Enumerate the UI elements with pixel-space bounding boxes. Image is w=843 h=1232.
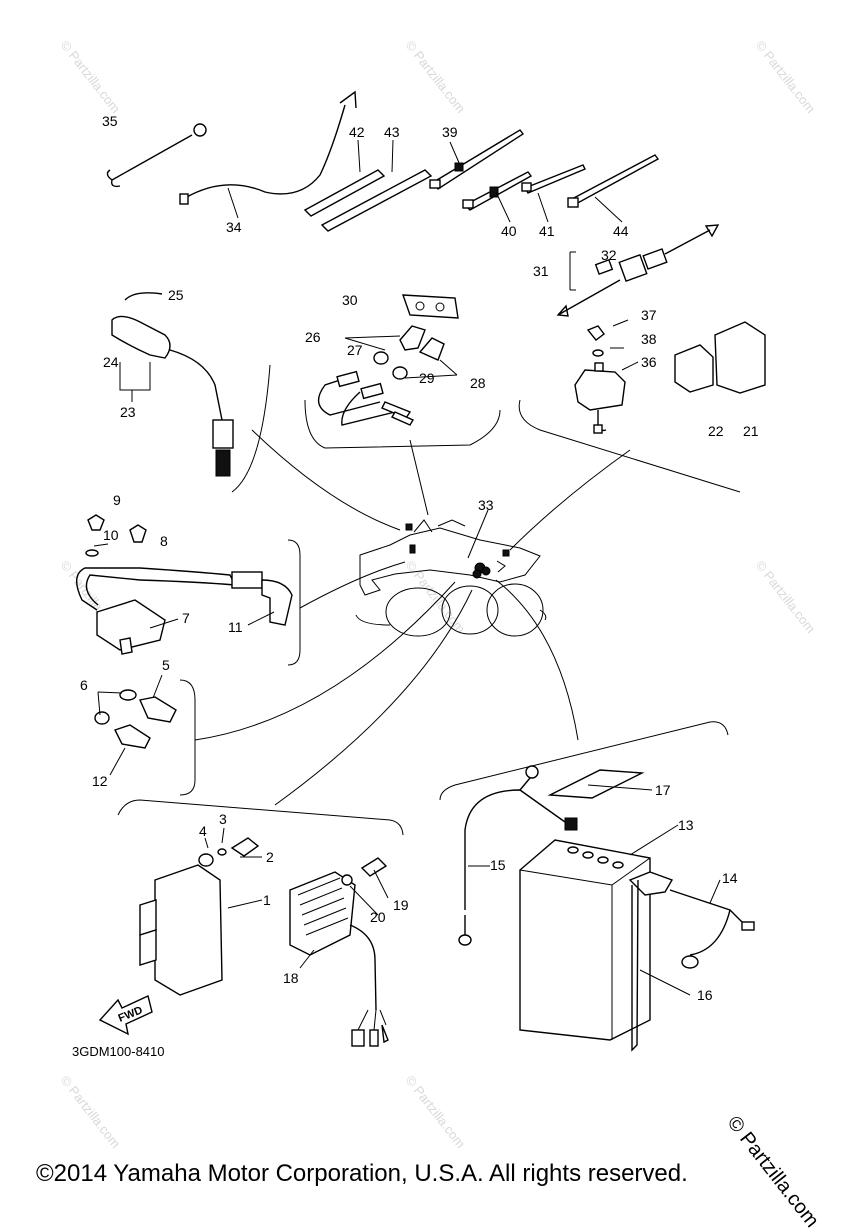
pointer-arrows bbox=[194, 429, 631, 806]
label-26: 26 bbox=[305, 329, 321, 345]
battery-group bbox=[439, 721, 755, 1052]
label-8: 8 bbox=[160, 533, 168, 549]
label-20: 20 bbox=[370, 909, 386, 925]
label-40: 40 bbox=[501, 223, 517, 239]
label-37: 37 bbox=[641, 307, 657, 323]
watermark: © Partzilla.com bbox=[403, 558, 469, 636]
label-24: 24 bbox=[103, 354, 119, 370]
label-9: 9 bbox=[113, 492, 121, 508]
label-27: 27 bbox=[347, 342, 363, 358]
label-18: 18 bbox=[283, 970, 299, 986]
watermark: © Partzilla.com bbox=[58, 38, 124, 116]
label-7: 7 bbox=[182, 610, 190, 626]
label-38: 38 bbox=[641, 331, 657, 347]
label-3: 3 bbox=[219, 811, 227, 827]
label-17: 17 bbox=[655, 782, 671, 798]
label-21: 21 bbox=[743, 423, 759, 439]
label-12: 12 bbox=[92, 773, 108, 789]
label-16: 16 bbox=[697, 987, 713, 1003]
label-44: 44 bbox=[613, 223, 629, 239]
watermark: © Partzilla.com bbox=[403, 38, 469, 116]
vehicle-outline bbox=[355, 519, 547, 637]
label-6: 6 bbox=[80, 677, 88, 693]
label-23: 23 bbox=[120, 404, 136, 420]
label-11: 11 bbox=[228, 619, 243, 635]
diagram-code: 3GDM100-8410 bbox=[72, 1044, 165, 1059]
coil-group bbox=[76, 514, 301, 666]
label-19: 19 bbox=[393, 897, 409, 913]
label-5: 5 bbox=[162, 657, 170, 673]
fwd-arrow: FWD bbox=[98, 995, 153, 1036]
label-36: 36 bbox=[641, 354, 657, 370]
cable-ties bbox=[429, 129, 660, 223]
cdi-group bbox=[117, 799, 404, 1047]
main-switch-23 bbox=[111, 292, 271, 493]
label-13: 13 bbox=[678, 817, 694, 833]
watermark: © Partzilla.com bbox=[753, 558, 819, 636]
label-33: 33 bbox=[478, 497, 494, 513]
label-4: 4 bbox=[199, 823, 207, 839]
label-34: 34 bbox=[226, 219, 242, 235]
ground-lead-35 bbox=[106, 123, 207, 188]
relay-area bbox=[518, 319, 766, 493]
label-30: 30 bbox=[342, 292, 358, 308]
label-31: 31 bbox=[533, 263, 549, 279]
part-labels: 35 34 42 43 39 40 41 44 32 31 25 30 26 2… bbox=[80, 113, 759, 1003]
copyright-text: ©2014 Yamaha Motor Corporation, U.S.A. A… bbox=[36, 1160, 688, 1187]
label-25: 25 bbox=[168, 287, 184, 303]
watermark: © Partzilla.com bbox=[753, 38, 819, 116]
label-35: 35 bbox=[102, 113, 118, 129]
label-10: 10 bbox=[103, 527, 119, 543]
label-1: 1 bbox=[263, 892, 271, 908]
label-42: 42 bbox=[349, 124, 365, 140]
watermark: © Partzilla.com bbox=[58, 1073, 124, 1151]
harness-26 bbox=[304, 294, 501, 449]
label-14: 14 bbox=[722, 870, 738, 886]
label-29: 29 bbox=[419, 370, 435, 386]
label-32: 32 bbox=[601, 247, 617, 263]
band-42-43 bbox=[303, 139, 433, 232]
label-15: 15 bbox=[490, 857, 506, 873]
watermark: © Partzilla.com bbox=[403, 1073, 469, 1151]
label-43: 43 bbox=[384, 124, 400, 140]
sensor-group bbox=[94, 674, 196, 796]
label-39: 39 bbox=[442, 124, 458, 140]
parts-diagram: © Partzilla.com © Partzilla.com © Partzi… bbox=[58, 38, 819, 1151]
fuse-holder-31 bbox=[556, 224, 720, 317]
label-28: 28 bbox=[470, 375, 486, 391]
label-2: 2 bbox=[266, 849, 274, 865]
label-41: 41 bbox=[539, 223, 555, 239]
wire-34 bbox=[179, 90, 357, 219]
label-22: 22 bbox=[708, 423, 724, 439]
